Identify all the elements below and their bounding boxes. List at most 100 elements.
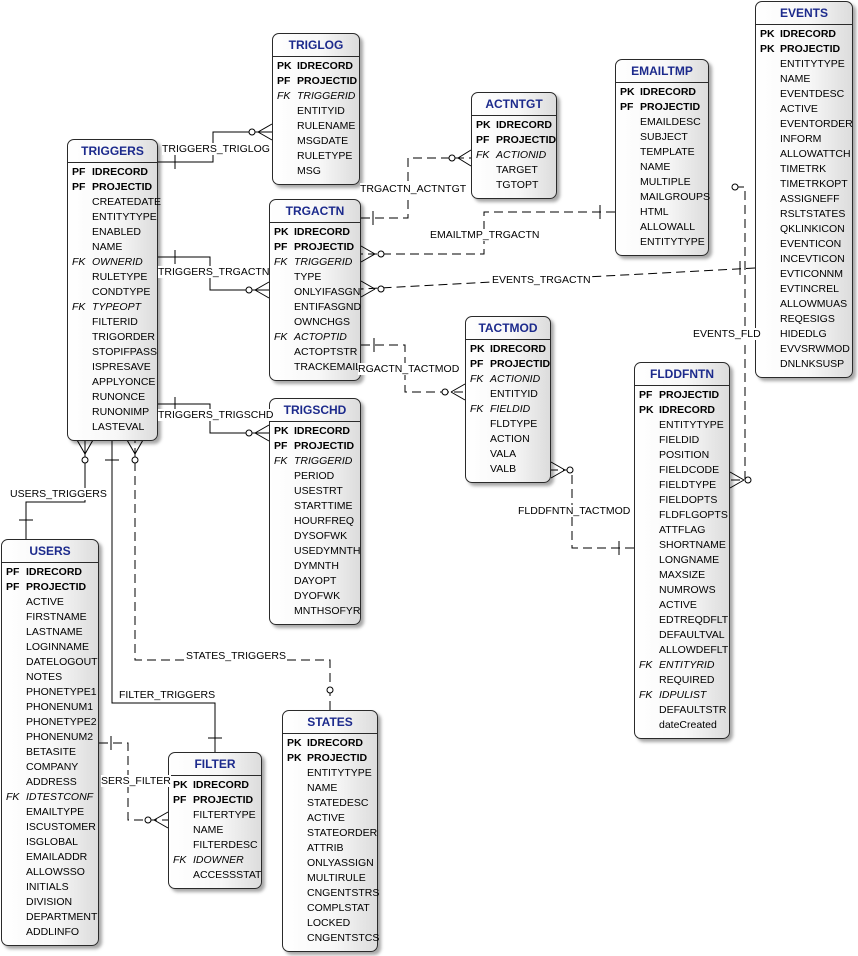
column-row[interactable]: ONLYIFASGN [270,285,360,300]
column-row[interactable]: ALLOWSSO [2,865,98,880]
column-row[interactable]: POSITION [635,448,729,463]
column-row[interactable]: RULENAME [273,119,359,134]
column-row[interactable]: USESTRT [270,484,360,499]
column-row[interactable]: REQUIRED [635,673,729,688]
column-row[interactable]: EVTINCREL [756,282,852,297]
column-row[interactable]: LOGINNAME [2,640,98,655]
column-row[interactable]: PERIOD [270,469,360,484]
column-row[interactable]: ENTITYTYPE [635,418,729,433]
column-row[interactable]: INCEVTICON [756,252,852,267]
column-row[interactable]: CNGENTSTCS [283,931,379,946]
column-row[interactable]: ADDRESS [2,775,98,790]
column-row[interactable]: FILTERTYPE [169,808,261,823]
column-row[interactable]: ISPRESAVE [68,360,157,375]
column-row[interactable]: NAME [756,72,852,87]
column-row[interactable]: FILTERID [68,315,157,330]
column-row[interactable]: ALLOWDEFLT [635,643,729,658]
column-row[interactable]: MNTHSOFYR [270,604,361,619]
column-row[interactable]: VALB [466,462,550,477]
column-row[interactable]: MULTIRULE [283,871,377,886]
column-row[interactable]: OWNCHGS [270,315,360,330]
column-row[interactable]: ADDLINFO [2,925,98,940]
column-row[interactable]: SHORTNAME [635,538,729,553]
column-row[interactable]: EDTREQDFLT [635,613,729,628]
column-row[interactable]: ALLOWATTCH [756,147,852,162]
column-row[interactable]: ENTITYTYPE [68,210,157,225]
column-row[interactable]: EMAILADDR [2,850,98,865]
column-row[interactable]: SUBJECT [616,130,708,145]
column-row[interactable]: NUMROWS [635,583,729,598]
column-row[interactable]: USEDYMNTH [270,544,361,559]
column-row[interactable]: QKLINKICON [756,222,852,237]
column-row[interactable]: DYMNTH [270,559,360,574]
column-row[interactable]: NAME [283,781,377,796]
column-row[interactable]: INITIALS [2,880,98,895]
column-row[interactable]: DNLNKSUSP [756,357,852,372]
column-row[interactable]: HTML [616,205,708,220]
column-row[interactable]: ENABLED [68,225,157,240]
column-row[interactable]: MULTIPLE [616,175,708,190]
column-row[interactable]: CONDTYPE [68,285,157,300]
column-row[interactable]: DYOFWK [270,589,360,604]
column-row[interactable]: CREATEDATE [68,195,161,210]
column-row[interactable]: MAILGROUPS [616,190,710,205]
column-row[interactable]: TRIGORDER [68,330,157,345]
column-row[interactable]: NAME [169,823,261,838]
column-row[interactable]: NAME [68,240,157,255]
column-row[interactable]: dateCreated [635,718,729,733]
column-row[interactable]: ENTITYID [273,104,359,119]
column-row[interactable]: EVENTORDER [756,117,853,132]
column-row[interactable]: DEFAULTVAL [635,628,729,643]
column-row[interactable]: RULETYPE [273,149,359,164]
column-row[interactable]: ALLOWALL [616,220,708,235]
column-row[interactable]: EMAILDESC [616,115,708,130]
column-row[interactable]: RULETYPE [68,270,157,285]
column-row[interactable]: CNGENTSTRS [283,886,379,901]
column-row[interactable]: DATELOGOUT [2,655,98,670]
column-row[interactable]: ACTION [466,432,550,447]
column-row[interactable]: HOURFREQ [270,514,360,529]
column-row[interactable]: STARTTIME [270,499,360,514]
column-row[interactable]: FIELDOPTS [635,493,729,508]
column-row[interactable]: EVVSRWMOD [756,342,852,357]
column-row[interactable]: TYPE [270,270,360,285]
column-row[interactable]: FIRSTNAME [2,610,98,625]
column-row[interactable]: COMPLSTAT [283,901,377,916]
column-row[interactable]: LASTEVAL [68,420,157,435]
column-row[interactable]: MSG [273,164,359,179]
column-row[interactable]: PHONENUM2 [2,730,98,745]
column-row[interactable]: ACTIVE [756,102,852,117]
column-row[interactable]: NOTES [2,670,98,685]
column-row[interactable]: STOPIFPASS [68,345,157,360]
column-row[interactable]: ALLOWMUAS [756,297,852,312]
column-row[interactable]: TRACKEMAIL [270,360,361,375]
column-row[interactable]: ENTITYTYPE [756,57,852,72]
column-row[interactable]: DYSOFWK [270,529,360,544]
